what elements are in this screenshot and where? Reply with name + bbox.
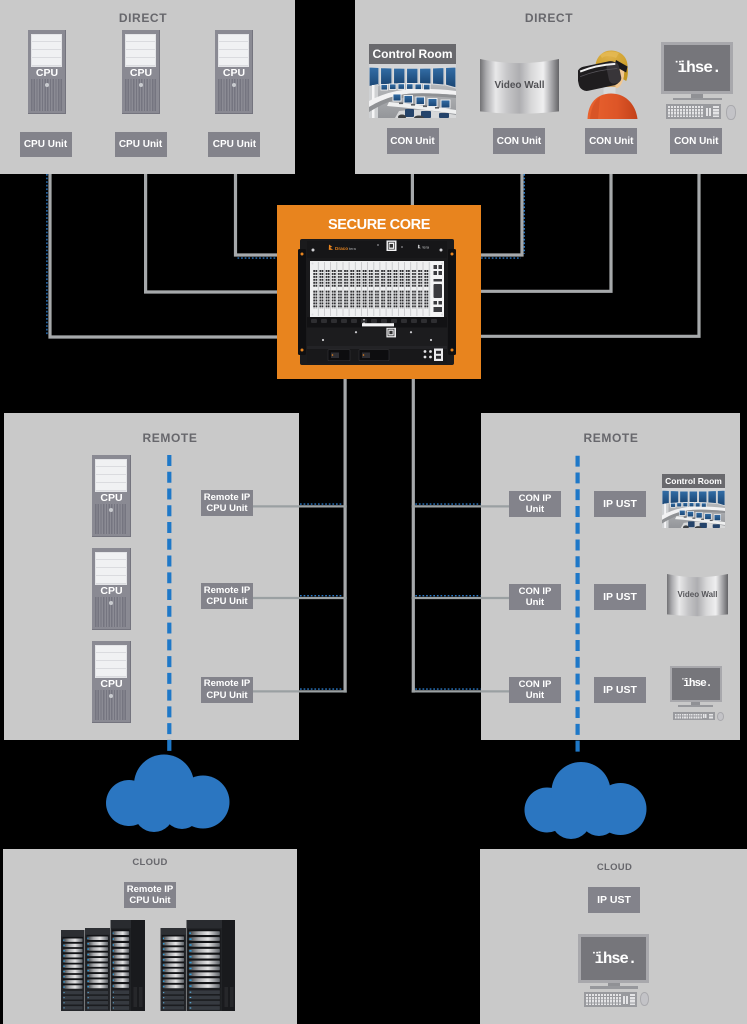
svg-text:tera: tera: [349, 246, 357, 251]
svg-text:tera: tera: [423, 246, 430, 250]
svg-text:Draco: Draco: [335, 246, 348, 251]
